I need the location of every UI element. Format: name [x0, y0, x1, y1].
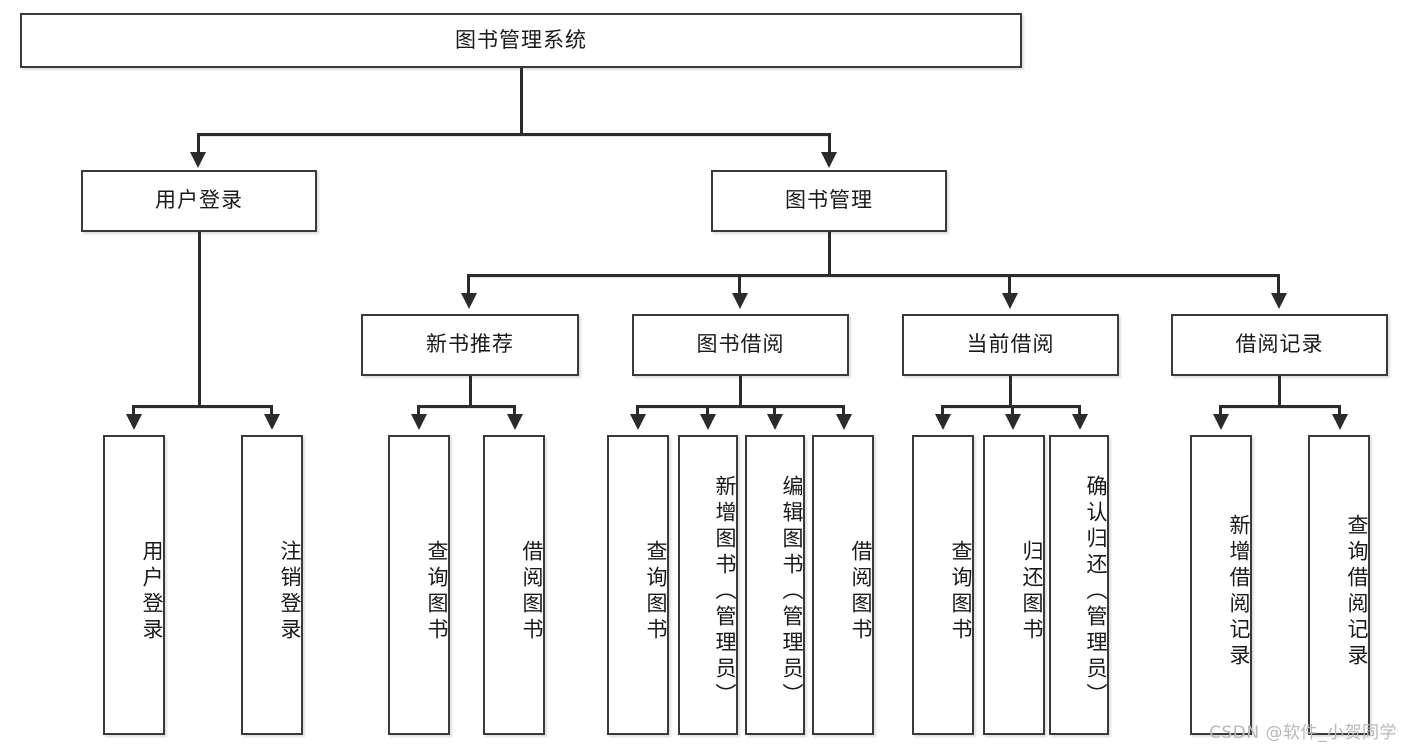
- watermark: CSDN @软件_小贺同学: [1209, 723, 1397, 743]
- edge-user-login-drop-1: [132, 405, 135, 417]
- arrow-leaf-bb-add-book: [700, 414, 716, 430]
- edge-bb-drop-3: [773, 405, 776, 417]
- edge-bb-drop-1: [636, 405, 639, 417]
- arrow-to-current-borrow: [1002, 293, 1018, 309]
- edge-book-mgmt-trunk: [828, 232, 831, 276]
- arrow-leaf-cb-confirm-return: [1072, 414, 1088, 430]
- leaf-user-login-label: 用户登录: [140, 540, 164, 644]
- node-root[interactable]: 图书管理系统: [20, 13, 1022, 68]
- leaf-logout-label: 注销登录: [278, 540, 302, 644]
- leaf-nbr-query-book-label: 查询图书: [425, 540, 449, 644]
- edge-root-to-book-mgmt: [828, 133, 831, 155]
- edge-cb-drop-2: [1011, 405, 1014, 417]
- edge-book-mgmt-bus: [467, 274, 1278, 277]
- arrow-to-new-book-rec: [461, 293, 477, 309]
- arrow-leaf-nbr-query-book: [411, 414, 427, 430]
- edge-nbr-drop-2: [513, 405, 516, 417]
- arrow-to-user-login: [190, 152, 206, 168]
- leaf-bb-edit-book-label: 编辑图书（管理员）: [780, 475, 804, 709]
- edge-cb-drop-1: [941, 405, 944, 417]
- leaf-cb-return-book-label: 归还图书: [1020, 540, 1044, 644]
- node-borrow-record[interactable]: 借阅记录: [1171, 314, 1388, 376]
- node-borrow-record-label: 借阅记录: [1235, 332, 1324, 357]
- leaf-cb-query-book-label: 查询图书: [949, 540, 973, 644]
- arrow-leaf-cb-query-book: [935, 414, 951, 430]
- edge-user-login-trunk: [198, 232, 201, 406]
- arrow-leaf-user-login: [126, 414, 142, 430]
- edge-nbr-bus: [417, 405, 514, 408]
- edge-root-bus: [197, 133, 829, 136]
- edge-bm-drop-1: [467, 274, 470, 296]
- edge-cb-bus: [941, 405, 1080, 408]
- leaf-nbr-borrow-book[interactable]: 借阅图书: [483, 435, 545, 735]
- leaf-cb-confirm-return-label: 确认归还（管理员）: [1084, 475, 1108, 709]
- edge-bm-drop-3: [1008, 274, 1011, 296]
- leaf-nbr-borrow-book-label: 借阅图书: [520, 540, 544, 644]
- edge-root-trunk: [520, 68, 523, 134]
- node-current-borrow-label: 当前借阅: [966, 332, 1055, 357]
- node-user-login-label: 用户登录: [155, 188, 243, 213]
- arrow-to-book-mgmt: [821, 152, 837, 168]
- arrow-leaf-cb-return-book: [1005, 414, 1021, 430]
- leaf-br-query-record-label: 查询借阅记录: [1345, 514, 1369, 670]
- arrow-leaf-nbr-borrow-book: [507, 414, 523, 430]
- arrow-leaf-bb-borrow-book: [836, 414, 852, 430]
- edge-bb-drop-2: [706, 405, 709, 417]
- node-book-management[interactable]: 图书管理: [711, 170, 947, 232]
- arrow-to-book-borrow: [732, 293, 748, 309]
- node-book-borrow-label: 图书借阅: [696, 332, 785, 357]
- leaf-user-login[interactable]: 用户登录: [103, 435, 165, 735]
- node-user-login[interactable]: 用户登录: [81, 170, 317, 232]
- node-new-book-recommend[interactable]: 新书推荐: [361, 314, 579, 376]
- arrow-leaf-bb-edit-book: [767, 414, 783, 430]
- edge-bm-drop-2: [738, 274, 741, 296]
- leaf-bb-borrow-book[interactable]: 借阅图书: [812, 435, 874, 735]
- edge-br-bus: [1219, 405, 1339, 408]
- arrow-leaf-br-add-record: [1213, 414, 1229, 430]
- edge-nbr-trunk: [469, 376, 472, 406]
- node-book-management-label: 图书管理: [785, 188, 873, 213]
- node-root-label: 图书管理系统: [455, 27, 587, 52]
- edge-nbr-drop-1: [417, 405, 420, 417]
- edge-bb-trunk: [739, 376, 742, 406]
- edge-br-drop-1: [1219, 405, 1222, 417]
- node-book-borrow[interactable]: 图书借阅: [632, 314, 849, 376]
- edge-user-login-bus: [132, 405, 270, 408]
- leaf-cb-confirm-return[interactable]: 确认归还（管理员）: [1049, 435, 1109, 735]
- leaf-nbr-query-book[interactable]: 查询图书: [388, 435, 450, 735]
- leaf-cb-query-book[interactable]: 查询图书: [912, 435, 974, 735]
- arrow-leaf-bb-query-book: [630, 414, 646, 430]
- leaf-bb-add-book[interactable]: 新增图书（管理员）: [678, 435, 738, 735]
- edge-user-login-drop-2: [270, 405, 273, 417]
- edge-bb-drop-4: [842, 405, 845, 417]
- edge-root-to-user-login: [197, 133, 200, 155]
- edge-bm-drop-4: [1277, 274, 1280, 296]
- edge-cb-trunk: [1009, 376, 1012, 406]
- arrow-leaf-logout: [264, 414, 280, 430]
- edge-br-drop-2: [1338, 405, 1341, 417]
- leaf-br-add-record-label: 新增借阅记录: [1227, 514, 1251, 670]
- edge-bb-bus: [636, 405, 844, 408]
- node-new-book-recommend-label: 新书推荐: [426, 332, 514, 357]
- edge-cb-drop-3: [1078, 405, 1081, 417]
- leaf-bb-add-book-label: 新增图书（管理员）: [713, 475, 737, 709]
- leaf-br-query-record[interactable]: 查询借阅记录: [1308, 435, 1370, 735]
- arrow-to-borrow-record: [1271, 293, 1287, 309]
- leaf-logout[interactable]: 注销登录: [241, 435, 303, 735]
- node-current-borrow[interactable]: 当前借阅: [902, 314, 1119, 376]
- leaf-bb-query-book[interactable]: 查询图书: [607, 435, 669, 735]
- arrow-leaf-br-query-record: [1332, 414, 1348, 430]
- leaf-br-add-record[interactable]: 新增借阅记录: [1190, 435, 1252, 735]
- edge-br-trunk: [1278, 376, 1281, 406]
- leaf-bb-edit-book[interactable]: 编辑图书（管理员）: [745, 435, 805, 735]
- leaf-cb-return-book[interactable]: 归还图书: [983, 435, 1045, 735]
- leaf-bb-borrow-book-label: 借阅图书: [849, 540, 873, 644]
- leaf-bb-query-book-label: 查询图书: [644, 540, 668, 644]
